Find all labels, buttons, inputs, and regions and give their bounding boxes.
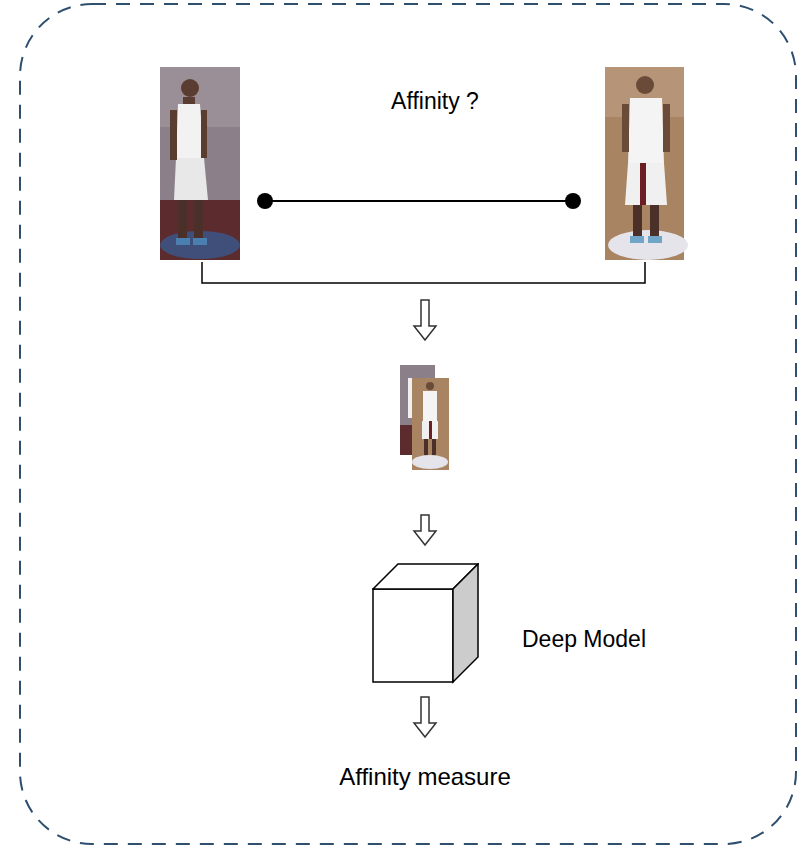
shorts xyxy=(625,163,667,205)
head xyxy=(181,79,199,97)
photo-ground xyxy=(160,67,240,260)
shoe xyxy=(648,236,662,243)
bracket xyxy=(202,262,645,283)
shoe xyxy=(176,238,190,245)
neck xyxy=(183,97,195,105)
model-node: Deep Model xyxy=(372,563,650,683)
arm xyxy=(170,110,177,160)
text-label: Affinity measure xyxy=(339,763,511,792)
down-arrow xyxy=(414,300,436,340)
jersey xyxy=(176,104,204,160)
cube-symbol xyxy=(372,563,479,685)
photo-floor xyxy=(412,455,448,469)
affinity-line xyxy=(265,200,573,202)
arm xyxy=(663,104,670,152)
player-photo xyxy=(160,67,240,260)
jersey xyxy=(628,98,664,165)
dashed-frame xyxy=(20,4,796,844)
shorts-stripe xyxy=(640,163,646,205)
leg xyxy=(178,200,187,240)
text-label: Affinity ? xyxy=(391,88,479,116)
end-dot xyxy=(257,193,273,209)
leg xyxy=(650,205,659,238)
leg xyxy=(432,439,436,455)
jersey xyxy=(423,391,437,421)
shorts-stripe xyxy=(429,421,432,439)
leg xyxy=(633,205,642,238)
photo-ground xyxy=(412,378,449,470)
head xyxy=(636,76,654,94)
cube-side xyxy=(453,564,478,682)
player-photo xyxy=(605,67,688,260)
shorts xyxy=(174,158,208,200)
shoe xyxy=(630,236,644,243)
head xyxy=(426,382,434,390)
arm xyxy=(201,110,207,158)
node-label: Deep Model xyxy=(522,626,646,654)
shorts xyxy=(422,421,438,439)
arm xyxy=(622,104,629,152)
down-arrow xyxy=(414,515,436,545)
cube-front xyxy=(373,589,453,682)
leg xyxy=(424,439,428,455)
leg xyxy=(194,200,203,240)
shoe xyxy=(193,238,207,245)
down-arrow xyxy=(414,697,436,737)
stacked-photos xyxy=(400,365,449,470)
photo-floor xyxy=(160,200,240,260)
photo-floor xyxy=(608,230,688,260)
end-dot xyxy=(565,193,581,209)
